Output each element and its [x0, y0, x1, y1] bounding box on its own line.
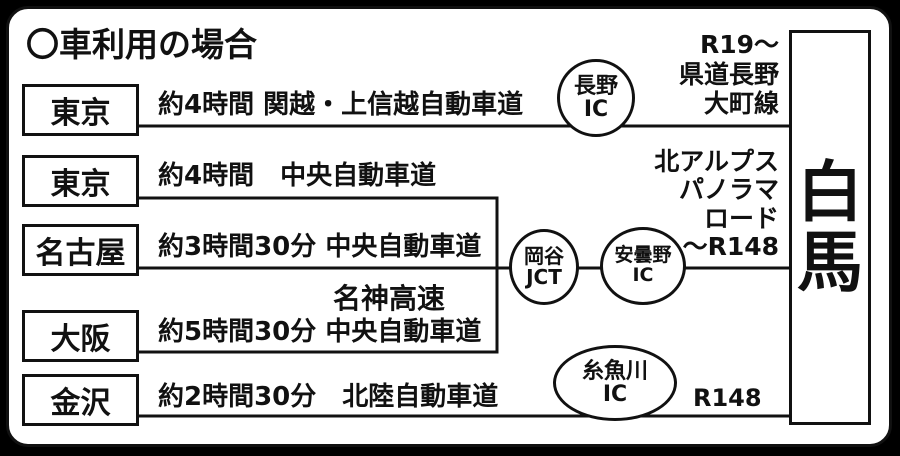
- origin-box-osaka: 大阪: [22, 310, 139, 362]
- route-panel: [6, 6, 892, 447]
- alps-panorama-road-label: 北アルプス パノラマ ロード ～R148: [654, 147, 779, 261]
- route-label-nagoya-chuo: 約3時間30分 中央自動車道: [158, 232, 482, 262]
- route-line-tokyo-chuo: [139, 196, 499, 268]
- alps-line-1: 北アルプス: [654, 147, 779, 176]
- destination-char-1: 白: [797, 154, 863, 232]
- route-label-kanetsu: 約4時間 関越・上信越自動車道: [158, 90, 524, 120]
- azumino-ic-node: 安曇野 IC: [600, 227, 686, 305]
- destination-char-2: 馬: [797, 223, 863, 301]
- r19-label: R19～ 県道長野 大町線: [679, 30, 779, 119]
- itoigawa-ic-name: 糸魚川: [581, 358, 648, 384]
- route-label-osaka: 約5時間30分 中央自動車道: [158, 317, 482, 347]
- route-label-tokyo-chuo: 約4時間 中央自動車道: [158, 161, 437, 191]
- route-label-meishin: 名神高速: [333, 282, 446, 315]
- okaya-jct-node: 岡谷 JCT: [509, 229, 579, 305]
- alps-line-2: パノラマ: [678, 175, 779, 205]
- origin-box-nagoya: 名古屋: [22, 224, 139, 276]
- origin-box-tokyo-1: 東京: [22, 84, 139, 136]
- azumino-ic-type: IC: [632, 264, 654, 286]
- r148-label: R148: [693, 384, 762, 412]
- nagano-ic-type: IC: [583, 97, 609, 122]
- nagano-ic-node: 長野 IC: [557, 59, 635, 137]
- origin-box-tokyo-2: 東京: [22, 155, 139, 207]
- azumino-ic-name: 安曇野: [614, 244, 672, 267]
- itoigawa-ic-node: 糸魚川 IC: [553, 345, 677, 421]
- r19-line-1: R19～: [699, 30, 779, 59]
- origin-box-kanazawa: 金沢: [22, 374, 139, 426]
- r19-line-3: 大町線: [703, 89, 779, 118]
- section-title: 〇車利用の場合: [26, 25, 257, 64]
- destination-hakuba-box: 白 馬: [789, 30, 871, 425]
- route-label-hokuriku: 約2時間30分 北陸自動車道: [158, 382, 499, 412]
- r19-line-2: 県道長野: [678, 59, 779, 89]
- nagano-ic-name: 長野: [573, 73, 618, 99]
- alps-line-4: ～R148: [682, 231, 779, 261]
- okaya-jct-type: JCT: [526, 265, 562, 289]
- itoigawa-ic-type: IC: [602, 382, 628, 407]
- okaya-jct-name: 岡谷: [524, 244, 564, 268]
- route-line-osaka: [139, 268, 499, 354]
- alps-line-3: ロード: [703, 203, 779, 233]
